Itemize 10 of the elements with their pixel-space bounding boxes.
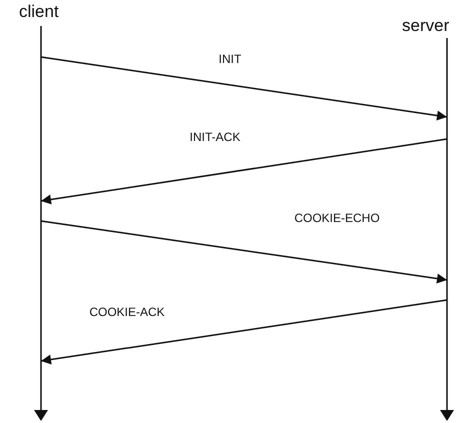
lifeline-label: client [19, 2, 59, 21]
message-arrow [40, 56, 448, 120]
edge-label: COOKIE-ACK [87, 305, 167, 319]
edge-label: COOKIE-ECHO [292, 211, 382, 225]
message-arrow [40, 138, 448, 204]
edge-label: INIT-ACK [188, 130, 242, 144]
message-arrow [40, 220, 448, 284]
message-arrow [40, 299, 448, 364]
lifeline-label: server [402, 16, 450, 35]
edge-label: INIT [216, 52, 244, 66]
